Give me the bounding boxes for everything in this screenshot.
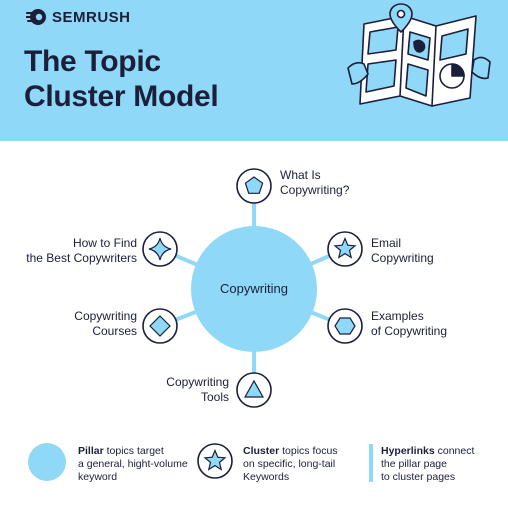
title-line-1: The Topic bbox=[24, 45, 161, 78]
cluster-label-courses[interactable]: Copywriting Courses bbox=[74, 309, 137, 338]
cluster-label-tools[interactable]: Copywriting Tools bbox=[166, 375, 229, 404]
header-banner: SEMRUSH The Topic Cluster Model bbox=[0, 0, 508, 141]
topic-cluster-diagram: Copywriting bbox=[142, 168, 363, 408]
page-title: The Topic Cluster Model bbox=[24, 44, 219, 114]
legend: Pillar topics target a general, hight-vo… bbox=[0, 431, 508, 505]
diamond-icon bbox=[149, 315, 171, 337]
title-line-2: Cluster Model bbox=[24, 80, 219, 113]
cluster-node-how-to-find[interactable] bbox=[142, 231, 178, 267]
cluster-node-courses[interactable] bbox=[142, 308, 178, 344]
triangle-icon bbox=[243, 379, 265, 398]
pillar-label: Copywriting bbox=[220, 281, 288, 296]
pillar-circle[interactable] bbox=[191, 226, 317, 352]
star-icon bbox=[333, 236, 357, 259]
brand[interactable]: SEMRUSH bbox=[26, 7, 131, 27]
cluster-label-what-is[interactable]: What Is Copywriting? bbox=[280, 168, 350, 197]
four-point-star-icon bbox=[148, 237, 172, 261]
cluster-node-what-is[interactable] bbox=[236, 168, 272, 204]
hexagon-icon bbox=[334, 317, 356, 335]
map-with-location-pin-icon bbox=[347, 3, 491, 107]
pentagon-icon bbox=[244, 176, 264, 194]
legend-cluster-star-icon bbox=[197, 443, 233, 479]
semrush-logo-icon bbox=[26, 9, 46, 25]
cluster-label-email[interactable]: Email Copywriting bbox=[371, 236, 434, 265]
legend-hyperlink-text: Hyperlinks connect the pillar page to cl… bbox=[381, 445, 475, 483]
cluster-label-how-to-find[interactable]: How to Find the Best Copywriters bbox=[26, 236, 137, 265]
legend-pillar-text: Pillar topics target a general, hight-vo… bbox=[78, 445, 188, 483]
cluster-node-email[interactable] bbox=[327, 231, 363, 267]
legend-hyperlink-bar bbox=[369, 444, 373, 482]
brand-name: SEMRUSH bbox=[52, 8, 131, 26]
legend-cluster-text: Cluster topics focus on specific, long-t… bbox=[243, 445, 338, 483]
cluster-label-examples[interactable]: Examples of Copywriting bbox=[371, 309, 448, 338]
cluster-node-tools[interactable] bbox=[236, 372, 272, 408]
cluster-node-examples[interactable] bbox=[327, 308, 363, 344]
legend-pillar-circle-icon bbox=[28, 443, 66, 481]
